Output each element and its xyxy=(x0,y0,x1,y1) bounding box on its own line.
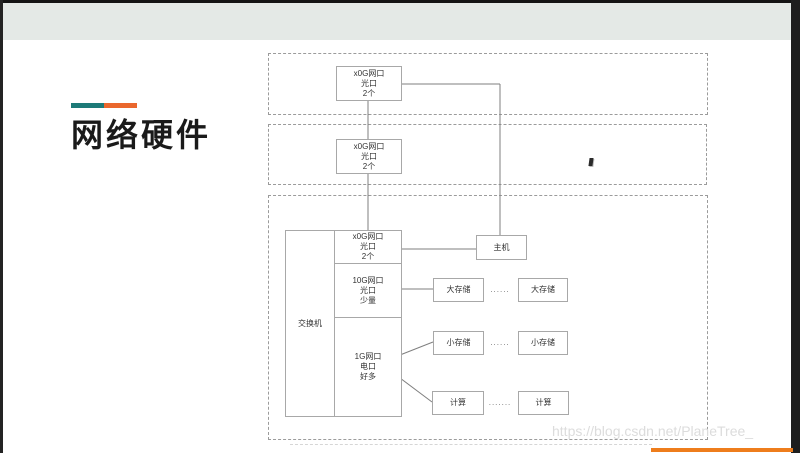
node-small-storage-1: 小存储 xyxy=(433,331,484,355)
switch-label: 交换机 xyxy=(286,231,335,416)
ellipsis-compute: ....... xyxy=(488,398,512,407)
frame-top-edge xyxy=(0,0,800,3)
progress-bar xyxy=(651,448,793,452)
frame-left-edge xyxy=(0,0,3,453)
ellipsis-big-storage: ...... xyxy=(490,285,510,294)
node-switch: 交换机 x0G网口 光口 2个 10G网口 光口 少量 1G网口 电口 好多 xyxy=(285,230,402,417)
watermark-url: https://blog.csdn.net/PlaneTree_ xyxy=(552,423,754,439)
bottom-dashed-artifact xyxy=(290,444,652,445)
switch-port-1g: 1G网口 电口 好多 xyxy=(354,352,382,381)
node-host: 主机 xyxy=(476,235,527,260)
slide-header-bar xyxy=(3,3,791,40)
ellipsis-small-storage: ...... xyxy=(490,338,510,347)
node-router-port-mid: x0G网口 光口 2个 xyxy=(336,139,402,174)
node-router-port-top: x0G网口 光口 2个 xyxy=(336,66,402,101)
dashed-region-bottom xyxy=(268,195,708,440)
switch-port-x0g: x0G网口 光口 2个 xyxy=(335,231,401,264)
slide-title: 网络硬件 xyxy=(71,117,212,153)
node-small-storage-2: 小存储 xyxy=(518,331,568,355)
node-compute-1: 计算 xyxy=(432,391,484,415)
title-block: 网络硬件 xyxy=(71,103,211,153)
frame-right-edge xyxy=(791,0,800,453)
node-big-storage-1: 大存储 xyxy=(433,278,484,302)
node-compute-2: 计算 xyxy=(518,391,569,415)
switch-port-10g: 10G网口 光口 少量 xyxy=(335,264,401,318)
dashed-region-middle xyxy=(268,124,707,185)
accent-teal-segment xyxy=(71,103,104,108)
title-accent-bar xyxy=(71,103,137,108)
dashed-region-top xyxy=(268,53,708,115)
accent-orange-segment xyxy=(104,103,137,108)
switch-port-column: x0G网口 光口 2个 10G网口 光口 少量 1G网口 电口 好多 xyxy=(335,231,401,416)
node-big-storage-2: 大存储 xyxy=(518,278,568,302)
